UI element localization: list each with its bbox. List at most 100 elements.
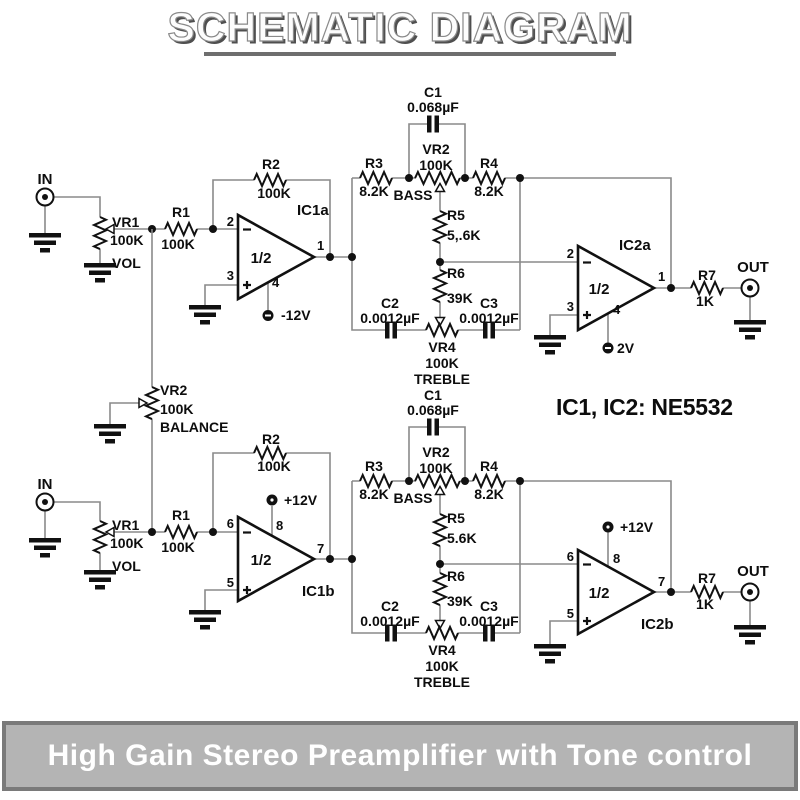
balance-section: VR2 100K BALANCE xyxy=(94,229,228,532)
lower-channel: IN VR1 100K VOL R1 100K R2 100K IC1b 1/2… xyxy=(29,387,769,690)
vr1-name: VR1 xyxy=(112,214,139,230)
ic2a-half: 1/2 xyxy=(589,281,610,298)
pot-wiper-arrow xyxy=(434,181,446,193)
r7-value: 1K xyxy=(696,293,714,309)
r7-value: 1K xyxy=(696,596,714,612)
c2-value: 0.0012µF xyxy=(360,310,420,326)
output-label: OUT xyxy=(737,259,769,276)
c3-value: 0.0012µF xyxy=(459,310,519,326)
ic2a-name: IC2a xyxy=(619,237,651,254)
r7-name: R7 xyxy=(698,570,716,586)
bass-pot[interactable] xyxy=(414,171,461,185)
r2-name: R2 xyxy=(262,156,280,172)
pin-power: 8 xyxy=(276,518,283,533)
supply-label: -12V xyxy=(281,307,311,323)
bass-pot-value: 100K xyxy=(419,157,452,173)
ic1b-half: 1/2 xyxy=(251,552,272,569)
pin-inverting: 6 xyxy=(227,516,234,531)
output-label: OUT xyxy=(737,563,769,580)
treble-pot[interactable] xyxy=(425,626,460,640)
junction-dots xyxy=(148,477,675,596)
c2-name: C2 xyxy=(381,598,399,614)
lower-wires xyxy=(44,426,751,644)
resistor-r6 xyxy=(433,269,447,304)
ground-symbol xyxy=(534,644,566,664)
volume-pot[interactable] xyxy=(93,216,107,251)
volume-pot[interactable] xyxy=(93,520,107,555)
ic2b-name: IC2b xyxy=(641,616,674,633)
balance-value: 100K xyxy=(160,401,193,417)
ground-symbol xyxy=(189,305,221,325)
rca-output-jack[interactable] xyxy=(740,278,760,298)
pin-output: 1 xyxy=(658,269,665,284)
r5-value: 5,.6K xyxy=(447,227,480,243)
pot-wiper-arrow xyxy=(138,397,149,409)
r4-name: R4 xyxy=(480,458,498,474)
r3-value: 8.2K xyxy=(359,486,389,502)
ground-symbol xyxy=(29,233,61,253)
treble-pot-value: 100K xyxy=(425,355,458,371)
treble-pot[interactable] xyxy=(425,323,460,337)
c3-name: C3 xyxy=(480,295,498,311)
ground-symbol xyxy=(94,424,126,444)
rca-input-jack[interactable] xyxy=(35,492,55,512)
pin-noninverting: 3 xyxy=(227,268,234,283)
pin-output: 1 xyxy=(317,238,324,253)
c1-name: C1 xyxy=(424,84,442,100)
r6-name: R6 xyxy=(447,568,465,584)
bass-pot[interactable] xyxy=(414,474,461,488)
resistor-r1 xyxy=(164,222,199,236)
r5-name: R5 xyxy=(447,207,465,223)
input-label: IN xyxy=(38,171,53,188)
pin-inverting: 2 xyxy=(567,246,574,261)
plus-sign xyxy=(583,617,591,625)
treble-pot-name: VR4 xyxy=(428,339,455,355)
vr1-value: 100K xyxy=(110,535,143,551)
r7-name: R7 xyxy=(698,267,716,283)
r1-value: 100K xyxy=(161,236,194,252)
resistor-r6 xyxy=(433,572,447,607)
ground-symbol xyxy=(189,610,221,630)
ground-symbol xyxy=(734,625,766,645)
plus-supply-terminal xyxy=(266,494,278,506)
c1-value: 0.068µF xyxy=(407,402,459,418)
balance-wires xyxy=(109,229,153,532)
plus-sign xyxy=(243,281,251,289)
r5-value: 5.6K xyxy=(447,530,477,546)
balance-name: VR2 xyxy=(160,382,187,398)
r3-value: 8.2K xyxy=(359,183,389,199)
resistor-r5 xyxy=(433,210,447,245)
pin-noninverting: 5 xyxy=(567,606,574,621)
c1-value: 0.068µF xyxy=(407,99,459,115)
balance-function: BALANCE xyxy=(160,419,228,435)
capacitor-c1 xyxy=(427,418,439,436)
pot-wiper-arrow xyxy=(434,484,446,496)
upper-channel: IN VR1 100K VOL R1 100K R2 100K IC1a 1/2… xyxy=(29,84,769,387)
bass-pot-function: BASS xyxy=(394,490,433,506)
treble-pot-function: TREBLE xyxy=(414,371,470,387)
c1-name: C1 xyxy=(424,387,442,403)
rca-output-jack[interactable] xyxy=(740,582,760,602)
pot-wiper-arrow xyxy=(434,316,446,328)
rca-input-jack[interactable] xyxy=(35,187,55,207)
pin-power: 4 xyxy=(272,275,280,290)
caption-banner: High Gain Stereo Preamplifier with Tone … xyxy=(2,721,798,791)
supply-label: 2V xyxy=(617,340,635,356)
ground-symbol xyxy=(534,335,566,355)
bass-pot-value: 100K xyxy=(419,460,452,476)
resistor-r5 xyxy=(433,513,447,548)
pot-wiper-arrow xyxy=(104,223,115,235)
r2-value: 100K xyxy=(257,185,290,201)
minus-supply-terminal xyxy=(262,310,274,321)
minus-supply-terminal xyxy=(602,342,614,354)
c3-value: 0.0012µF xyxy=(459,613,519,629)
ic2b-half: 1/2 xyxy=(589,585,610,602)
pin-power: 8 xyxy=(613,551,620,566)
c2-name: C2 xyxy=(381,295,399,311)
bass-pot-name: VR2 xyxy=(422,444,449,460)
ic1a-name: IC1a xyxy=(297,202,329,219)
pot-wiper-arrow xyxy=(104,526,115,538)
input-label: IN xyxy=(38,476,53,493)
r1-value: 100K xyxy=(161,539,194,555)
